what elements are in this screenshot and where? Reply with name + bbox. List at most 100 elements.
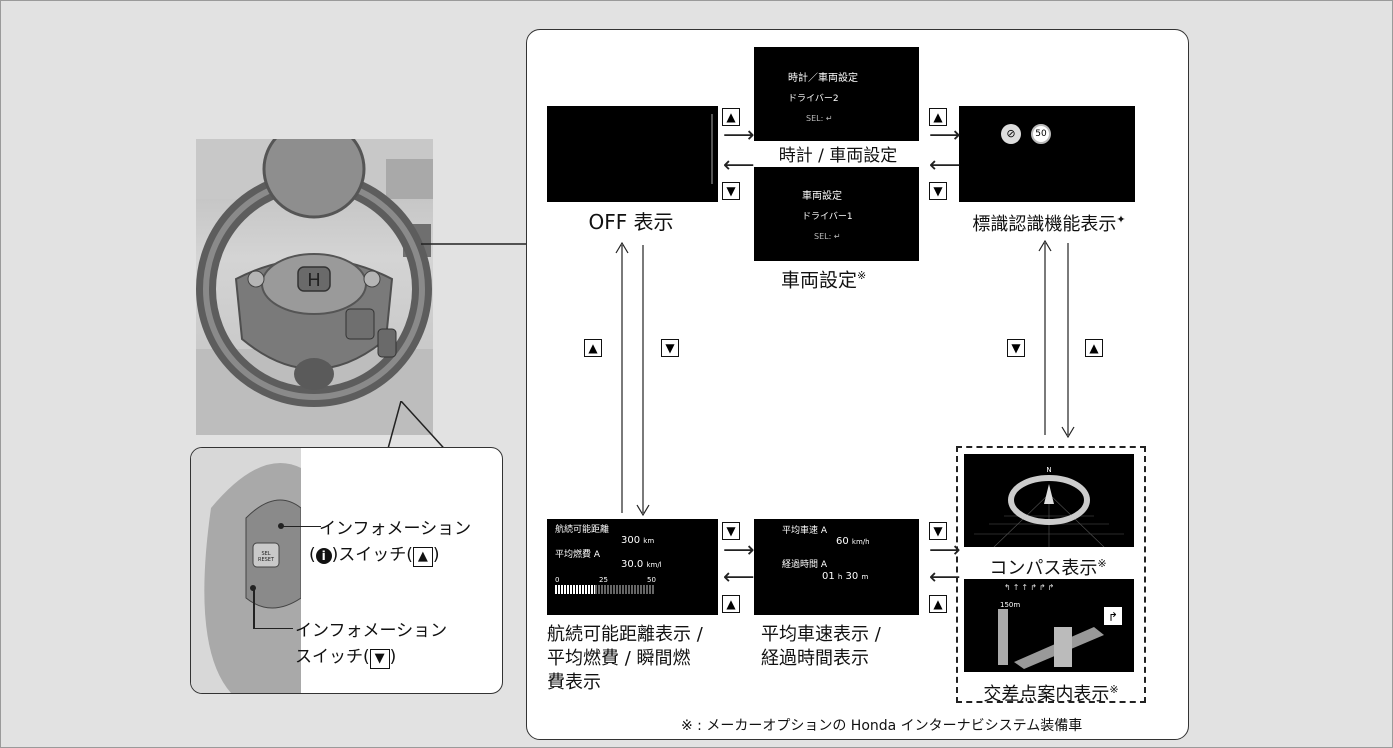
down-button-off-to-range: ▼ (661, 339, 679, 357)
range-fuel-screen: 航続可能距離 300 km 平均燃費 A 30.0 km/l 0 25 50 (547, 519, 718, 615)
footnote: ※ : メーカーオプションの Honda インターナビシステム装備車 (681, 718, 1083, 734)
lane-guidance-icon: ↰↑↑↱↱↱ (1004, 583, 1057, 592)
callout-line (421, 243, 526, 245)
info-switch-paren-open: ( (309, 545, 316, 565)
scale-50: 50 (647, 576, 656, 584)
avg-speed-label: 平均車速表示 / 経過時間表示 (761, 623, 881, 671)
sign-label-text: 標識認識機能表示 (972, 214, 1117, 235)
svg-text:RESET: RESET (258, 557, 275, 563)
vehicle-screen-title: 車両設定 (802, 191, 842, 202)
up-button-compass-to-sign: ▲ (1085, 339, 1103, 357)
compass-label-text: コンパス表示 (989, 558, 1098, 579)
fuel-value: 30.0 (621, 559, 644, 570)
up-button-range-to-off: ▲ (584, 339, 602, 357)
down-button-clock-to-off: ▼ (722, 182, 740, 200)
range-value-line: 300 km (621, 535, 654, 547)
inset-connector (385, 401, 452, 457)
fuel-unit: km/l (646, 561, 662, 569)
info-switch-leader (281, 526, 321, 527)
info-icon: i (315, 548, 332, 564)
no-overtaking-sign-icon: ⊘ (1001, 124, 1021, 144)
avg-speed-value-line: 60 km/h (836, 536, 870, 548)
elapsed-hours: 01 (822, 571, 835, 582)
vertical-arrows-left (615, 241, 650, 517)
vehicle-setting-label: 車両設定※ (781, 265, 866, 291)
steering-wheel-illustration: H (196, 139, 433, 435)
elapsed-value-line: 01 h 30 m (822, 571, 868, 583)
vehicle-setting-screen: 車両設定 ドライバー1 SEL: ↵ (754, 167, 919, 261)
avg-speed-label-line1: 平均車速表示 / (761, 624, 881, 645)
arrow-left-avg-to-range: ⟵ (723, 565, 755, 590)
avg-speed-title: 平均車速 A (782, 526, 828, 536)
info-switch-label-line2: (i)スイッチ(▲) (309, 540, 440, 567)
scale-25: 25 (599, 576, 608, 584)
switch-illustration: SEL RESET (191, 448, 301, 693)
off-screen (547, 106, 718, 202)
elapsed-h: h (837, 573, 843, 581)
info-switch-label-line1: インフォメーション (319, 519, 472, 539)
clock-screen-sel: SEL: ↵ (806, 114, 833, 123)
intersection-graphic: ↱ (998, 607, 1122, 669)
down-button-sign-to-clock: ▼ (929, 182, 947, 200)
arrow-right-range-to-avg: ⟶ (723, 538, 755, 563)
off-label: OFF 表示 (588, 210, 674, 234)
down-switch-leader-v (253, 588, 255, 628)
instant-fuel-bar-empty (595, 585, 655, 594)
intersection-label: 交差点案内表示※ (983, 679, 1118, 706)
arrow-right-avg-to-compass: ⟶ (929, 538, 961, 563)
down-switch-button-icon: ▼ (369, 649, 390, 669)
avg-speed-unit: km/h (851, 538, 870, 546)
down-switch-paren-close: ) (389, 647, 397, 667)
svg-text:SEL: SEL (261, 551, 270, 557)
range-value: 300 (621, 535, 641, 546)
svg-text:H: H (307, 270, 321, 291)
vertical-arrows-right (1038, 239, 1075, 439)
intersection-label-text: 交差点案内表示 (983, 684, 1110, 705)
arrow-left-compass-to-avg: ⟵ (929, 565, 961, 590)
avg-speed-label-line2: 経過時間表示 (761, 648, 869, 669)
arrow-left-clock-to-off: ⟵ (723, 153, 755, 178)
compass-mark: ※ (1097, 557, 1107, 570)
down-switch-label-line1: インフォメーション (295, 621, 448, 641)
clock-screen-title: 時計／車両設定 (788, 73, 858, 84)
elapsed-title: 経過時間 A (782, 560, 828, 570)
avg-speed-value: 60 (836, 536, 849, 547)
up-button-avg-to-range: ▲ (722, 595, 740, 613)
clock-setting-screen: 時計／車両設定 ドライバー2 SEL: ↵ (754, 47, 919, 141)
clock-screen-driver: ドライバー2 (788, 94, 839, 104)
fuel-title: 平均燃費 A (555, 550, 601, 560)
navi-option-group (956, 446, 1146, 703)
range-label-line1: 航続可能距離表示 / (547, 624, 703, 645)
down-button-avg-to-compass: ▼ (929, 522, 947, 540)
scale-0: 0 (555, 576, 560, 584)
up-button-clock-to-sign: ▲ (929, 108, 947, 126)
range-label-line3: 費表示 (547, 672, 601, 693)
down-switch-text: スイッチ( (295, 647, 370, 667)
vehicle-setting-label-text: 車両設定 (781, 269, 858, 292)
compass-label: コンパス表示※ (989, 553, 1106, 580)
down-switch-label-line2: スイッチ(▼) (295, 642, 396, 669)
vehicle-screen-sel: SEL: ↵ (814, 232, 841, 241)
compass-graphic: N (974, 466, 1124, 548)
steering-wheel-photo: H (196, 139, 433, 435)
elapsed-m: m (861, 573, 869, 581)
range-label: 航続可能距離表示 / 平均燃費 / 瞬間燃 費表示 (547, 623, 703, 695)
fuel-value-line: 30.0 km/l (621, 559, 662, 571)
clock-setting-label: 時計 / 車両設定 (778, 146, 898, 166)
vehicle-setting-mark: ※ (857, 269, 867, 282)
compass-north: N (1046, 466, 1051, 474)
intersection-distance: 150m (1000, 601, 1021, 609)
down-button-sign-to-compass: ▼ (1007, 339, 1025, 357)
switch-inset: SEL RESET インフォメーション (i) スイッチ( ▲) インフォメーション… (190, 447, 503, 694)
info-switch-up-button-icon: ▲ (412, 547, 433, 567)
compass-screen: N (964, 454, 1134, 548)
sign-label: 標識認識機能表示✦ (972, 209, 1125, 236)
vehicle-screen-driver: ドライバー1 (802, 212, 853, 222)
info-switch-paren-close: ) (432, 545, 440, 565)
sign-mark: ✦ (1116, 213, 1126, 226)
arrow-left-sign-to-clock: ⟵ (929, 153, 961, 178)
range-unit: km (643, 537, 655, 545)
speed-limit-sign-icon: 50 (1031, 124, 1051, 144)
arrow-right-clock-to-sign: ⟶ (929, 123, 961, 148)
